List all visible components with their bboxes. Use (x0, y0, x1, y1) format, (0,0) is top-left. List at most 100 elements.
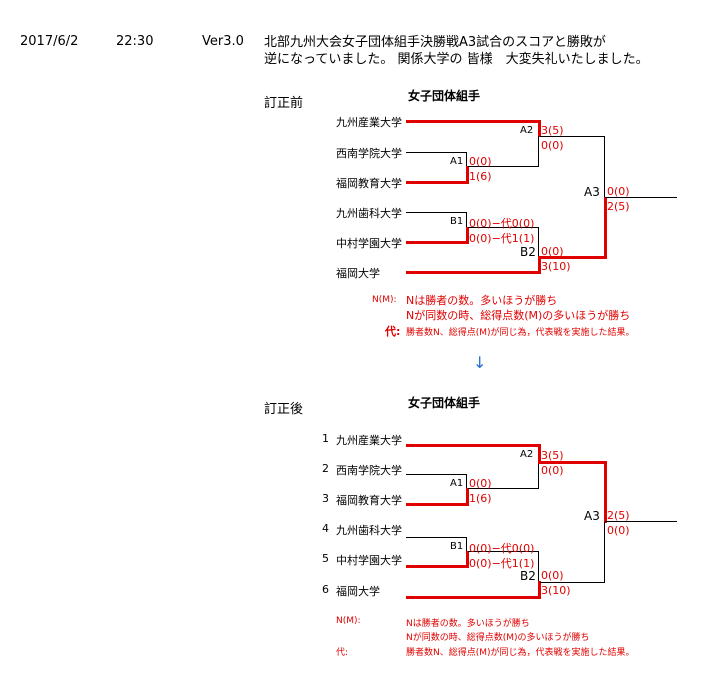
match-label-b1: B1 (450, 216, 464, 227)
down-arrow-icon: ↓ (473, 353, 487, 372)
bracket-line-winner (406, 596, 541, 599)
bracket-line-winner (538, 581, 541, 599)
match-label-a3: A3 (584, 509, 600, 523)
bracket-line (466, 152, 467, 167)
score-b2-bottom: 3(10) (541, 584, 571, 597)
bracket-line (538, 461, 539, 489)
bracket-line-winner (406, 503, 469, 506)
bracket-line-winner (538, 256, 607, 259)
seed-number: 6 (322, 583, 329, 596)
team-name: 西南学院大学 (336, 464, 402, 477)
bracket-line-winner (406, 444, 541, 447)
score-a1-top: 0(0) (469, 155, 492, 168)
match-label-b2: B2 (520, 245, 536, 259)
bracket-line-winner (406, 120, 541, 123)
score-a2-top: 3(5) (541, 449, 564, 462)
bracket-line (468, 551, 539, 552)
team-name: 福岡教育大学 (336, 494, 402, 507)
match-label-a1: A1 (450, 478, 464, 489)
match-label-b2: B2 (520, 569, 536, 583)
score-b2-bottom: 3(10) (541, 260, 571, 273)
score-a2-top: 3(5) (541, 124, 564, 137)
section-label-after: 訂正後 (264, 402, 304, 417)
score-a2-bottom: 0(0) (541, 139, 564, 152)
bracket-line-winner (604, 461, 607, 523)
bracket-title-after: 女子団体組手 (408, 396, 481, 410)
legend-nm-line-1: Nは勝者の数。多いほうが勝ち (406, 294, 558, 307)
score-b1-top: 0(0)−代0(0) (469, 217, 535, 230)
score-b1-bottom: 0(0)−代1(1) (469, 232, 535, 245)
score-b2-top: 0(0) (541, 245, 564, 258)
match-label-a2: A2 (520, 449, 534, 460)
bracket-line (540, 136, 605, 137)
score-a1-bottom: 1(6) (469, 170, 492, 183)
team-name: 福岡大学 (336, 585, 380, 598)
match-label-a1: A1 (450, 156, 464, 167)
bracket-line (540, 582, 605, 583)
team-name: 九州産業大学 (336, 116, 402, 129)
bracket-line-winner (538, 257, 541, 274)
score-a3-top: 0(0) (607, 185, 630, 198)
legend-dai-text: 勝者数N、総得点(M)が同じ為，代表戦を実施した結果。 (406, 328, 635, 338)
bracket-line-winner (538, 461, 607, 464)
legend-nm-key: N(M): (372, 295, 397, 305)
score-a3-bottom: 2(5) (607, 200, 630, 213)
legend-nm-line-2: Nが同数の時、総得点数(M)の多いほうが勝ち (406, 633, 590, 643)
bracket-line (406, 474, 466, 475)
bracket-line (466, 537, 467, 552)
bracket-title-before: 女子団体組手 (408, 89, 481, 103)
score-a1-bottom: 1(6) (469, 492, 492, 505)
bracket-line (468, 227, 539, 228)
bracket-line-winner (466, 488, 469, 506)
match-label-a2: A2 (520, 125, 534, 136)
team-name: 西南学院大学 (336, 147, 402, 160)
team-name: 中村学園大学 (336, 237, 402, 250)
bracket-line-winner (604, 197, 607, 259)
section-label-before: 訂正前 (264, 96, 304, 111)
legend-dai-text: 勝者数N、総得点(M)が同じ為，代表戦を実施した結果。 (406, 648, 635, 658)
score-a1-top: 0(0) (469, 477, 492, 490)
bracket-line (604, 136, 605, 197)
score-a3-bottom: 0(0) (607, 524, 630, 537)
bracket-line (605, 521, 677, 522)
legend-nm-line-2: Nが同数の時、総得点数(M)の多いほうが勝ち (406, 309, 631, 322)
seed-number: 5 (322, 552, 329, 565)
team-name: 九州歯科大学 (336, 207, 402, 220)
bracket-line-winner (466, 227, 469, 244)
bracket-line (406, 537, 466, 538)
bracket-line-winner (466, 166, 469, 184)
team-name: 中村学園大学 (336, 554, 402, 567)
bracket-line-winner (466, 551, 469, 568)
bracket-line-winner (406, 565, 469, 568)
legend-nm-line-1: Nは勝者の数。多いほうが勝ち (406, 619, 530, 629)
bracket-line (466, 474, 467, 489)
legend-dai-key: 代: (336, 648, 349, 658)
notice-line-2: 逆になっていました。 関係大学の 皆様 大変失礼いたしました。 (264, 52, 649, 67)
team-name: 九州産業大学 (336, 434, 402, 447)
bracket-line (406, 152, 466, 153)
bracket-line-winner (406, 241, 469, 244)
version: Ver3.0 (202, 34, 244, 49)
bracket-line-winner (538, 444, 541, 463)
score-b2-top: 0(0) (541, 569, 564, 582)
legend-dai-key: 代: (385, 325, 401, 338)
team-name: 九州歯科大学 (336, 524, 402, 537)
team-name: 福岡大学 (336, 267, 380, 280)
score-b1-bottom: 0(0)−代1(1) (469, 557, 535, 570)
bracket-line (538, 227, 539, 257)
seed-number: 4 (322, 522, 329, 535)
team-name: 福岡教育大学 (336, 177, 402, 190)
bracket-line (605, 197, 677, 198)
bracket-line-winner (538, 120, 541, 137)
bracket-line-winner (406, 181, 469, 184)
update-time: 22:30 (116, 34, 154, 49)
score-b1-top: 0(0)−代0(0) (469, 542, 535, 555)
match-label-a3: A3 (584, 185, 600, 199)
notice-line-1: 北部九州大会女子団体組手決勝戦A3試合のスコアと勝敗が (264, 35, 606, 50)
bracket-line (604, 522, 605, 583)
match-label-b1: B1 (450, 541, 464, 552)
bracket-line (466, 212, 467, 227)
seed-number: 3 (322, 492, 329, 505)
seed-number: 1 (322, 432, 329, 445)
seed-number: 2 (322, 462, 329, 475)
